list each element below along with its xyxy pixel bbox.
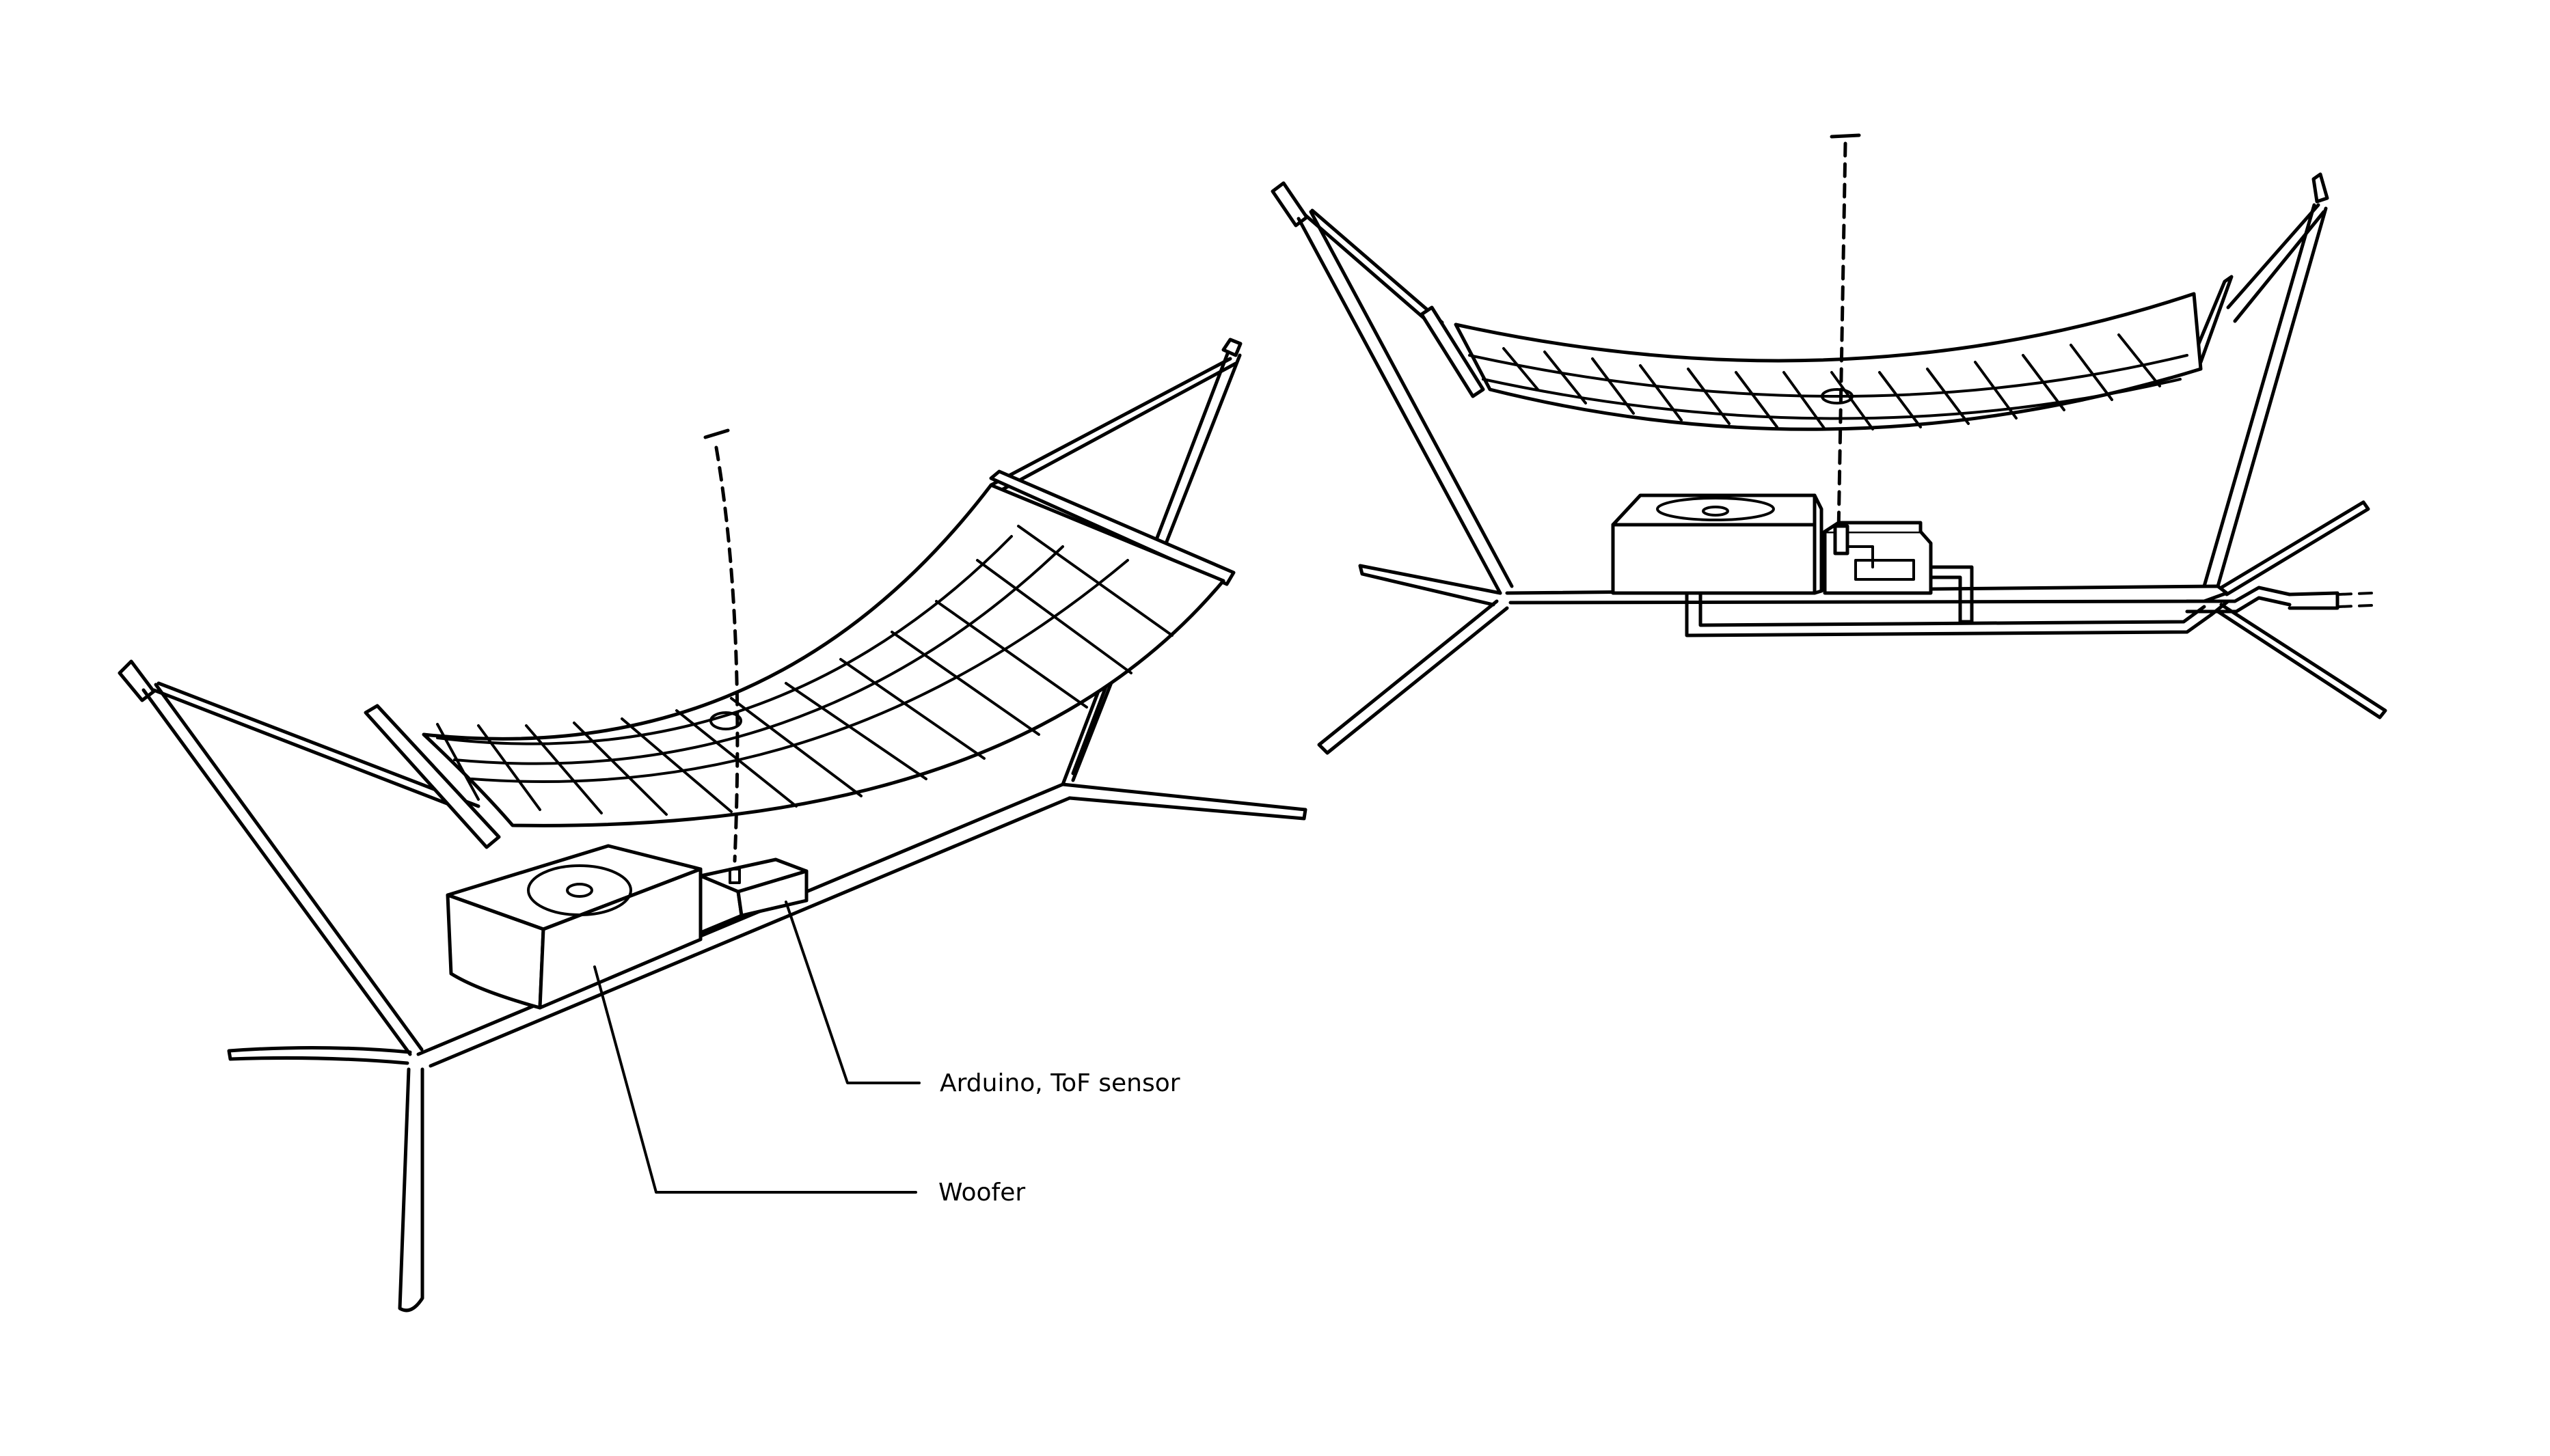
right-arduino-box xyxy=(1825,523,1972,622)
right-hammock-bed xyxy=(1456,294,2201,429)
left-arduino-box xyxy=(701,860,806,933)
right-woofer-box xyxy=(1613,495,1821,593)
left-woofer-box xyxy=(448,846,701,1008)
right-hammock-view xyxy=(1273,135,2385,753)
left-hammock-bed xyxy=(424,485,1223,825)
label-woofer: Woofer xyxy=(938,1179,1025,1207)
right-sensor-beam xyxy=(1832,135,1859,533)
left-hammock-view: Arduino, ToF sensor Woofer xyxy=(120,340,1305,1310)
label-arduino-tof-sensor: Arduino, ToF sensor xyxy=(940,1069,1180,1097)
